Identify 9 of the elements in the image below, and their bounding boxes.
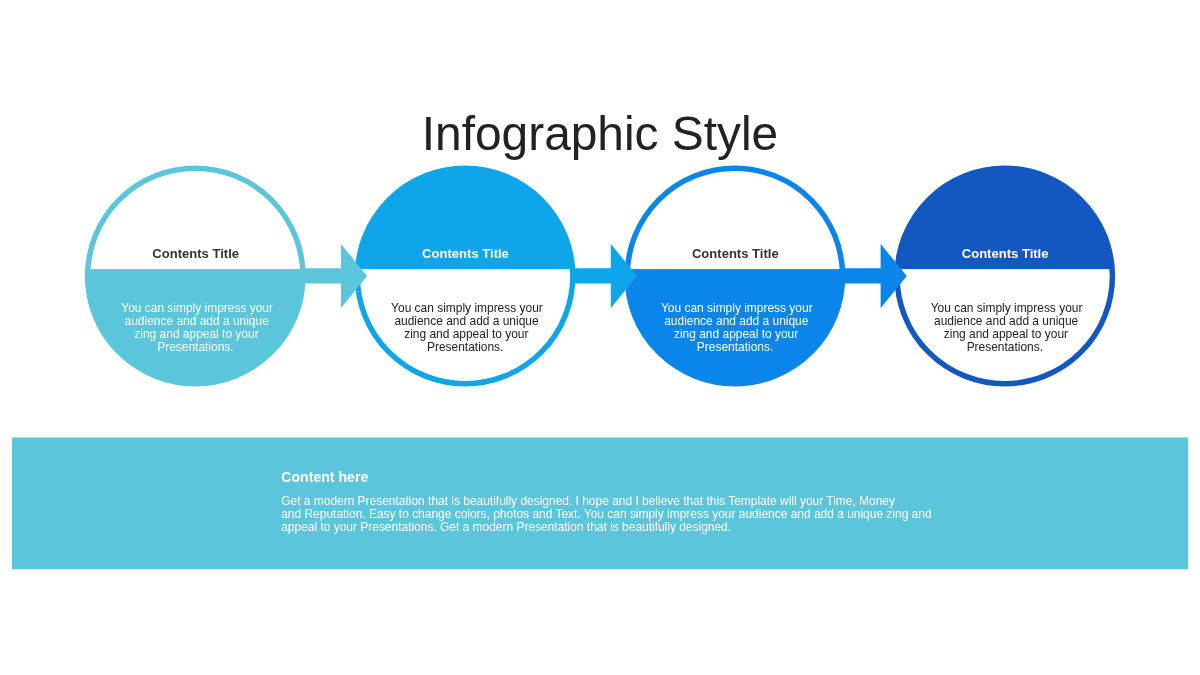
node-circle: Contents Title You can simply impress your audience and add a unique zing and appeal to your Presentations.	[354, 165, 576, 386]
arrow	[303, 243, 368, 308]
node-box: Content here Get a modern Presentation that is beautifully designed. I hope and I believe that this Template will your Time, Money and Reputation. Easy to change colors, photos and Text. You can simply impress your audience and add a unique zing and appeal to your Presentations. Get a modern Presentation that is beautifully designed.	[11, 437, 1189, 569]
arrow	[573, 243, 637, 308]
node-circle: Contents Title You can simply impress your audience and add a unique zing and appeal to your Presentations.	[894, 165, 1116, 386]
diagram-title: Infographic Style	[421, 106, 779, 160]
node-circle: Contents Title You can simply impress your audience and add a unique zing and appeal to your Presentations.	[624, 165, 846, 386]
node-circle: Contents Title You can simply impress your audience and add a unique zing and appeal to your Presentations.	[84, 165, 306, 386]
arrow	[842, 243, 907, 308]
